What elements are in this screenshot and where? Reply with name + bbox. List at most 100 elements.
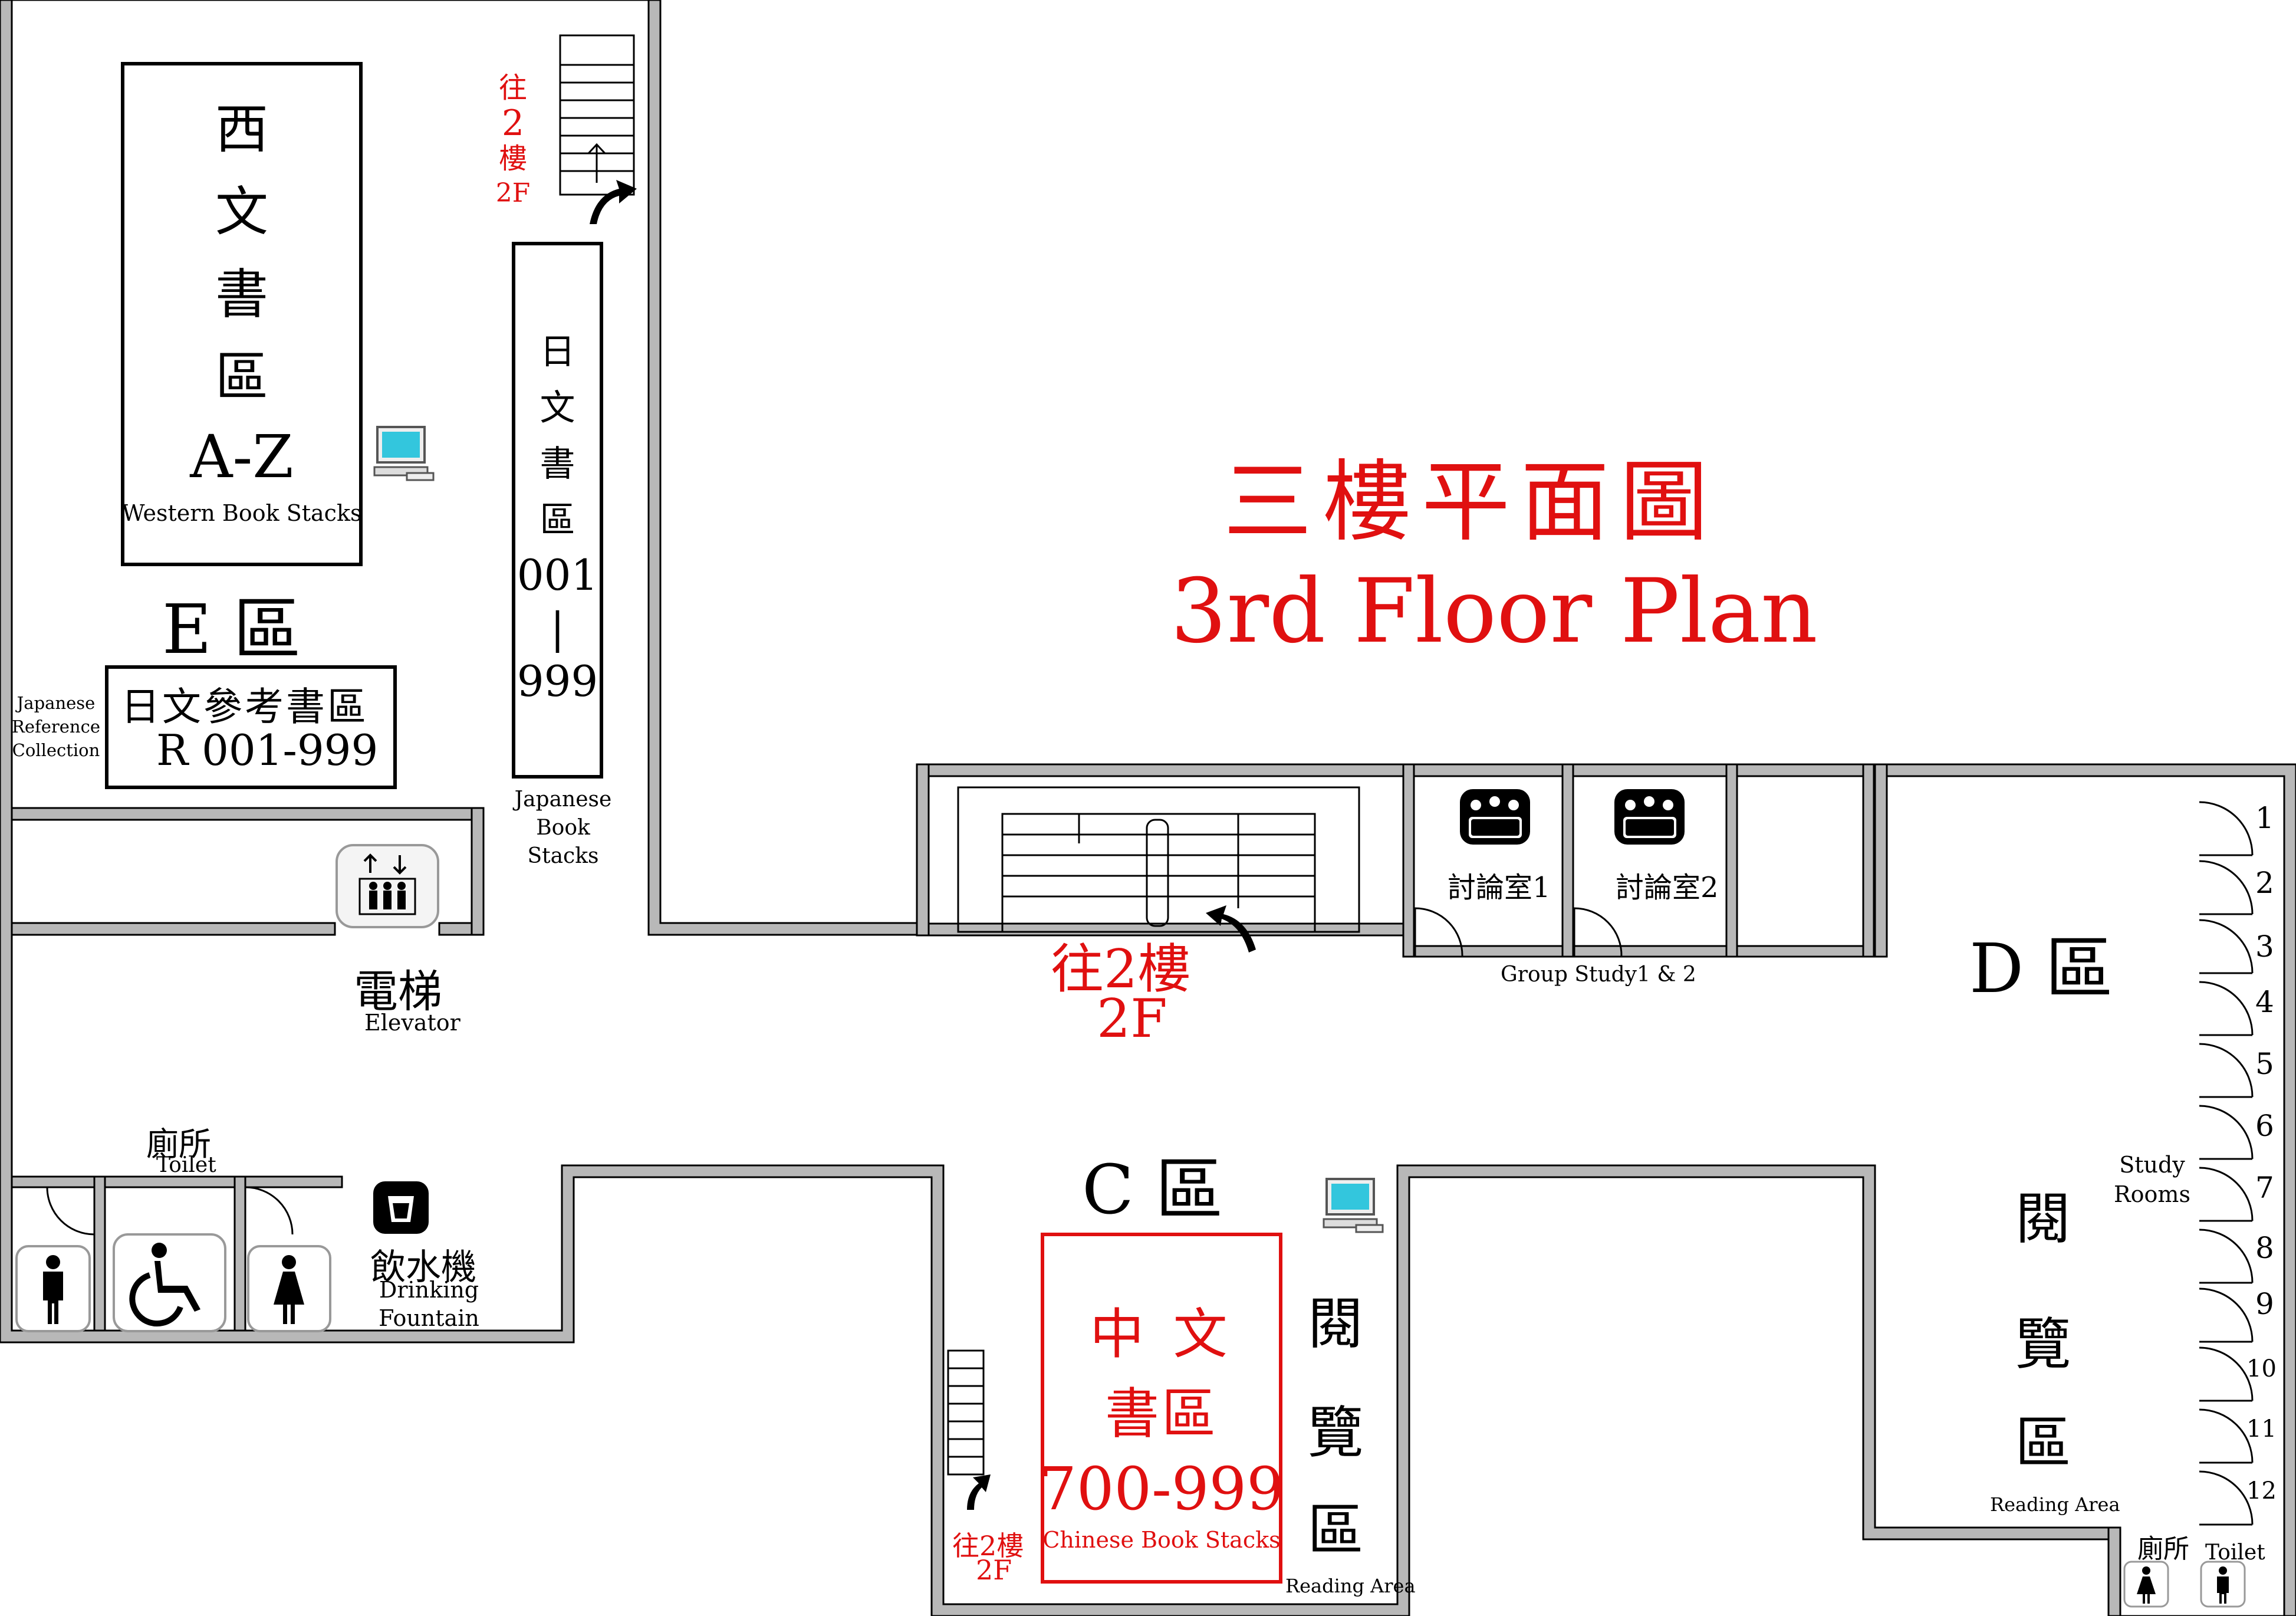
japanese-stacks-en: Japanese Book Stacks — [504, 786, 622, 871]
title-zh: 三樓平面圖 — [1223, 451, 1719, 554]
study-room-number: 3 — [2255, 929, 2274, 964]
toilet-east-zh: 廁所 — [2137, 1534, 2189, 1564]
zone-e-label: E 區 — [162, 590, 301, 669]
study-rooms-en: Study Rooms — [2105, 1150, 2199, 1209]
japanese-en-line: Japanese — [514, 787, 612, 812]
japanese-char: 日 — [540, 331, 575, 373]
study-rooms-en-line: Study — [2119, 1152, 2185, 1178]
western-book-stacks — [121, 62, 363, 566]
zone-d-label: D 區 — [1969, 929, 2113, 1009]
women-toilet-icon — [2123, 1561, 2169, 1608]
study-room-doors — [2199, 801, 2254, 1526]
toilet-east-en: Toilet — [2205, 1541, 2265, 1565]
accessible-toilet-icon — [113, 1233, 226, 1332]
jp-reference-range: R 001-999 — [156, 725, 379, 775]
toilet-west-zh: 廁所 — [146, 1125, 212, 1163]
zone-d-reading-char: 閱 — [2015, 1187, 2071, 1252]
center-stairs-en: 2F — [1097, 988, 1167, 1050]
stairs-icon — [559, 34, 635, 196]
chinese-line2: 書區 — [1104, 1382, 1218, 1446]
study-room-number: 1 — [2255, 801, 2274, 835]
japanese-char: 文 — [540, 387, 575, 429]
japanese-range-end: 999 — [517, 656, 598, 706]
japanese-range-start: 001 — [517, 550, 598, 600]
chinese-line1: 中 文 — [1090, 1303, 1233, 1366]
jp-reference-en: Japanese Reference Collection — [9, 691, 103, 762]
study-room-number: 6 — [2255, 1109, 2274, 1143]
study-room-number: 7 — [2255, 1171, 2274, 1205]
japanese-reference-collection — [105, 665, 397, 789]
western-char: 文 — [215, 181, 268, 243]
jp-reference-en-line: Reference — [12, 717, 100, 737]
zone-c-reading-label: 閱 覽 區 — [1297, 1262, 1374, 1581]
study-room-number: 12 — [2246, 1477, 2277, 1505]
western-char: 西 — [215, 98, 268, 160]
study-room-number: 2 — [2255, 866, 2274, 900]
fountain-zh: 飲水機 — [370, 1247, 476, 1288]
western-char: 區 — [215, 346, 268, 408]
nw-stairs-label: 往 2 樓 2F — [492, 71, 534, 211]
study-room-number: 5 — [2255, 1047, 2274, 1081]
chinese-stacks-label: 中 文 書區 700-999 Chinese Book Stacks — [1039, 1295, 1284, 1555]
chinese-en: Chinese Book Stacks — [1042, 1527, 1281, 1553]
study-room-number: 11 — [2246, 1415, 2277, 1443]
study-room-number: 10 — [2246, 1355, 2277, 1382]
computer-icon — [1323, 1178, 1384, 1233]
japanese-stacks-label: 日 文 書 區 001 | 999 — [512, 324, 603, 708]
group-study-room1: 討論室1 — [1448, 871, 1551, 904]
japanese-char: 區 — [540, 500, 575, 541]
chinese-book-stacks — [1041, 1233, 1282, 1584]
japanese-book-stacks — [512, 242, 603, 779]
western-char: 書 — [215, 264, 268, 326]
nw-stairs-char: 樓 — [498, 142, 527, 175]
fountain-en-line: Drinking — [379, 1277, 479, 1303]
japanese-char: 書 — [540, 444, 575, 485]
western-range: A-Z — [190, 422, 294, 491]
group-study-icon — [1460, 789, 1530, 845]
women-toilet-icon — [247, 1245, 331, 1332]
western-en: Western Book Stacks — [121, 500, 362, 526]
nw-stairs-char: 往 — [498, 71, 527, 104]
arrow-icon — [967, 1474, 991, 1510]
western-stacks-label: 西 文 書 區 A-Z Western Book Stacks — [121, 88, 363, 531]
men-toilet-icon — [15, 1245, 91, 1332]
c-stairs-zh: 往2樓 — [952, 1530, 1024, 1562]
study-room-number: 8 — [2255, 1231, 2274, 1265]
group-study-en: Group Study1 & 2 — [1501, 963, 1696, 987]
zone-d-reading-en: Reading Area — [1990, 1493, 2120, 1516]
zone-c-label: C 區 — [1082, 1151, 1223, 1230]
fountain-en-line: Fountain — [379, 1305, 479, 1331]
computer-icon — [373, 426, 435, 481]
zone-c-reading-char: 閱 — [1307, 1292, 1364, 1356]
elevator-zh: 電梯 — [354, 965, 443, 1017]
c-stairs-en: 2F — [976, 1554, 1012, 1586]
jp-reference-zh: 日文參考書區 — [121, 684, 369, 730]
stairs-icon — [947, 1349, 985, 1476]
arrow-icon — [1206, 905, 1256, 952]
zone-c-reading-char: 區 — [1307, 1498, 1364, 1563]
zone-d-reading-char: 區 — [2015, 1411, 2071, 1476]
drinking-fountain-icon — [373, 1181, 429, 1234]
fountain-en: Drinking Fountain — [369, 1276, 489, 1332]
study-rooms-en-line: Rooms — [2114, 1181, 2190, 1207]
elevator-icon — [335, 844, 439, 928]
nw-stairs-char: 2 — [501, 103, 525, 144]
jp-reference-en-line: Collection — [12, 740, 100, 760]
arrow-icon — [590, 180, 637, 224]
chinese-range: 700-999 — [1039, 1454, 1284, 1523]
japanese-range-dash: | — [550, 603, 565, 653]
toilet-west-en: Toilet — [156, 1153, 216, 1177]
study-room-number: 4 — [2255, 985, 2274, 1019]
nw-stairs-en: 2F — [495, 178, 531, 208]
men-toilet-icon — [2200, 1561, 2246, 1608]
jp-reference-en-line: Japanese — [17, 693, 96, 713]
door-swings — [46, 907, 1623, 1236]
elevator-en: Elevator — [364, 1010, 460, 1036]
center-stairs-zh: 往2樓 — [1051, 938, 1191, 1000]
japanese-en-line: Book — [536, 816, 590, 840]
japanese-en-line: Stacks — [527, 844, 599, 868]
study-room-number: 9 — [2255, 1287, 2274, 1321]
group-study-room2: 討論室2 — [1616, 871, 1719, 904]
title-en: 3rd Floor Plan — [1170, 560, 1818, 663]
zone-c-reading-en: Reading Area — [1285, 1575, 1416, 1597]
